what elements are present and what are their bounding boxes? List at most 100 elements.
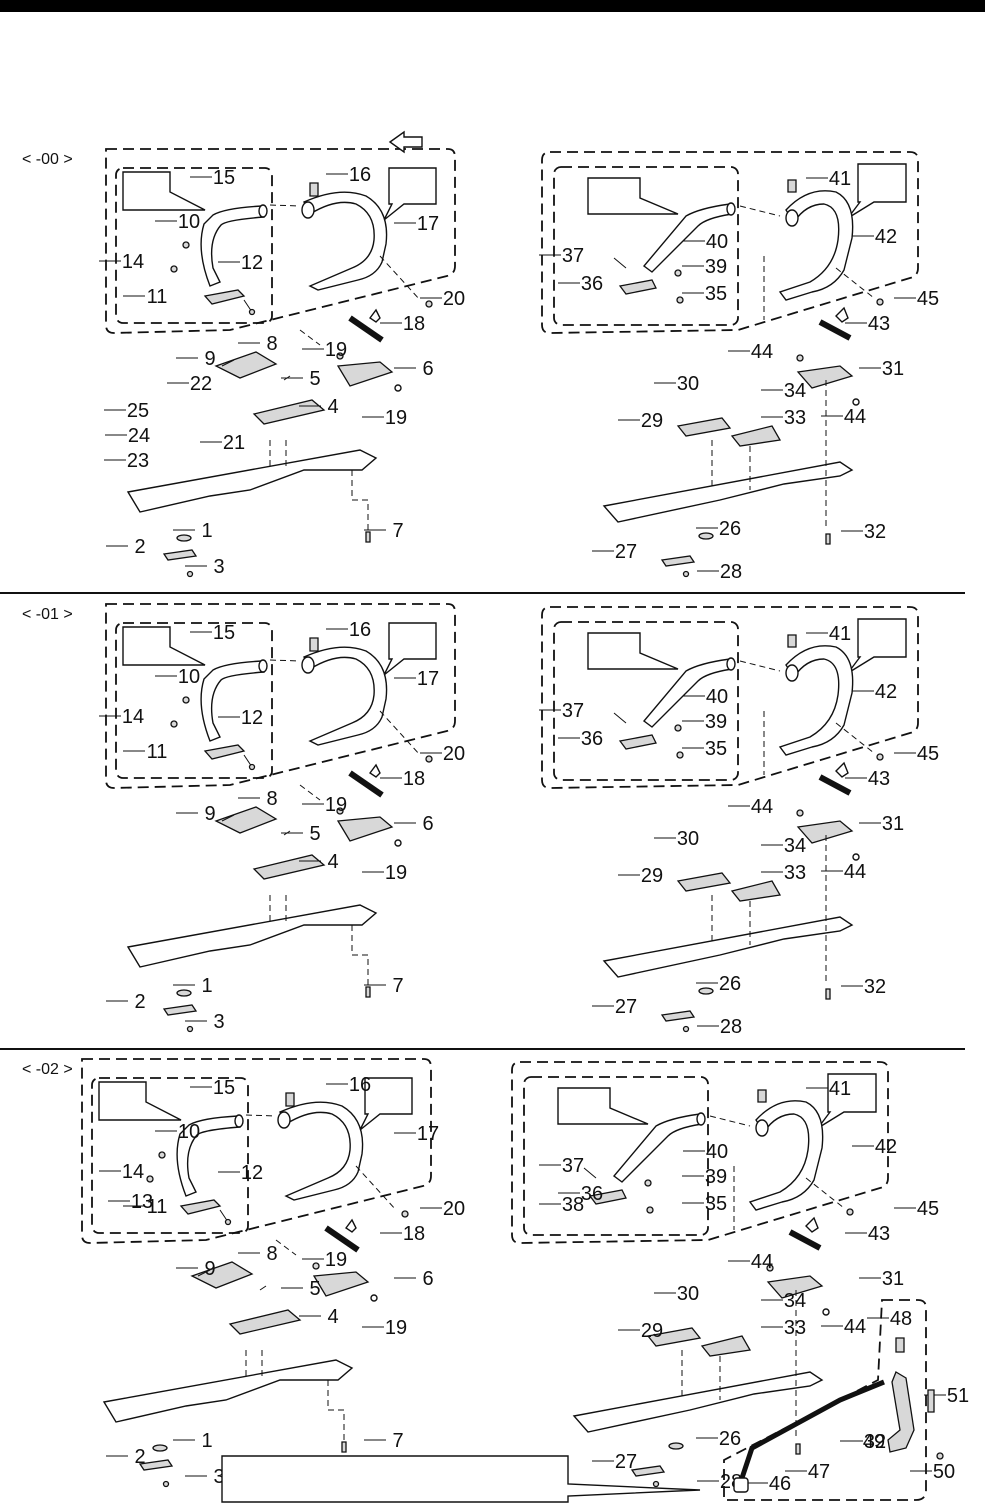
cap-part <box>733 1477 749 1493</box>
hollow-arrow-icon <box>368 763 381 778</box>
part-number-label: 1 <box>201 520 212 542</box>
part-number-label: 7 <box>392 1430 403 1452</box>
part-number-label: 4 <box>327 396 338 418</box>
part-number-label: 38 <box>562 1194 584 1216</box>
part-number-label: 44 <box>751 796 773 818</box>
part-number-label: 14 <box>122 251 144 273</box>
nut-part <box>146 1175 154 1183</box>
bracket-part <box>203 289 246 305</box>
hook-hub <box>785 664 799 682</box>
part-number-label: 16 <box>349 164 371 186</box>
part-number-label: 12 <box>241 707 263 729</box>
sub-assembly-outline <box>541 151 919 334</box>
hook-hub <box>301 201 315 219</box>
detail-outline <box>523 1076 709 1236</box>
part-number-label: 12 <box>241 252 263 274</box>
ring-part <box>394 839 402 847</box>
part-number-label: 43 <box>868 768 890 790</box>
part-number-label: 44 <box>844 1316 866 1338</box>
callout-box <box>847 163 907 219</box>
part-number-label: 16 <box>349 619 371 641</box>
nut-part <box>846 1208 854 1216</box>
washer-part <box>698 532 714 540</box>
part-number-label: 41 <box>829 623 851 645</box>
bolt-part <box>365 986 371 998</box>
part-number-label: 28 <box>720 1016 742 1038</box>
part-number-label: 18 <box>403 313 425 335</box>
part-number-label: 18 <box>403 1223 425 1245</box>
arm-shaft-end <box>234 1114 244 1128</box>
part-number-label: 22 <box>190 373 212 395</box>
part-number-label: 4 <box>327 851 338 873</box>
hook-part <box>748 1100 824 1211</box>
hollow-arrow-icon <box>805 1216 819 1233</box>
bracket-part <box>203 744 246 760</box>
spring-part <box>324 1225 360 1253</box>
left-assembly <box>105 603 456 1033</box>
part-number-label: 2 <box>134 1446 145 1468</box>
leader-line <box>709 1115 845 1230</box>
hook-part <box>279 1101 364 1201</box>
part-number-label: 8 <box>266 788 277 810</box>
bolt-part <box>795 1443 801 1455</box>
hollow-arrow-icon <box>344 1218 357 1233</box>
nut-part <box>425 755 433 763</box>
part-number-label: 35 <box>705 1193 727 1215</box>
screw-part <box>182 241 190 249</box>
hollow-arrow-icon <box>368 308 381 323</box>
part-number-label: 15 <box>213 167 235 189</box>
part-number-label: 44 <box>751 341 773 363</box>
nut-part <box>425 300 433 308</box>
arm-shaft-end <box>726 657 736 671</box>
callout-box <box>122 626 206 666</box>
part-number-label: 32 <box>864 976 886 998</box>
part-number-label: 8 <box>266 1243 277 1265</box>
part-number-label: 8 <box>266 333 277 355</box>
hinge-block-part <box>796 365 854 389</box>
ring-part <box>394 384 402 392</box>
part-number-label: 14 <box>122 706 144 728</box>
callout-box <box>557 1087 649 1125</box>
variant-tag: < -01 > <box>22 606 73 623</box>
part-number-label: 31 <box>882 1268 904 1290</box>
part-number-label: 45 <box>917 743 939 765</box>
top-rule <box>0 0 985 12</box>
nut-part <box>401 1210 409 1218</box>
screw-part <box>644 1179 652 1187</box>
spring-part <box>818 319 852 341</box>
screw-part <box>186 1025 194 1033</box>
part-number-label: 28 <box>720 561 742 583</box>
screw-part <box>336 807 344 815</box>
callout-box <box>847 618 907 674</box>
part-number-label: 16 <box>349 1074 371 1096</box>
spring-part <box>818 774 852 796</box>
hinge-block-part <box>796 820 854 844</box>
bracket-part <box>618 734 657 750</box>
leader-line <box>269 895 369 985</box>
leader-line <box>269 204 421 346</box>
part-number-label: 6 <box>422 358 433 380</box>
part-number-label: 35 <box>705 738 727 760</box>
part-number-label: 19 <box>385 1317 407 1339</box>
clip-part <box>630 1465 666 1477</box>
variant-tag: < -00 > <box>22 151 73 168</box>
plate-part <box>228 1309 302 1335</box>
part-number-label: 34 <box>784 380 806 402</box>
base-plate-part <box>126 449 378 513</box>
screw-part <box>796 354 804 362</box>
bolt-part <box>825 533 831 545</box>
part-number-label: 33 <box>784 862 806 884</box>
part-number-label: 15 <box>213 622 235 644</box>
part-number-label: 40 <box>706 231 728 253</box>
nut-part <box>676 296 684 304</box>
part-number-label: 44 <box>844 406 866 428</box>
part-number-label: 19 <box>325 794 347 816</box>
part-number-label: 23 <box>127 450 149 472</box>
bracket-part <box>179 1199 222 1215</box>
part-number-label: 39 <box>705 256 727 278</box>
part-number-label: 37 <box>562 1155 584 1177</box>
part-number-label: 21 <box>223 432 245 454</box>
bolt-part <box>757 1089 767 1103</box>
part-number-label: 32 <box>864 521 886 543</box>
